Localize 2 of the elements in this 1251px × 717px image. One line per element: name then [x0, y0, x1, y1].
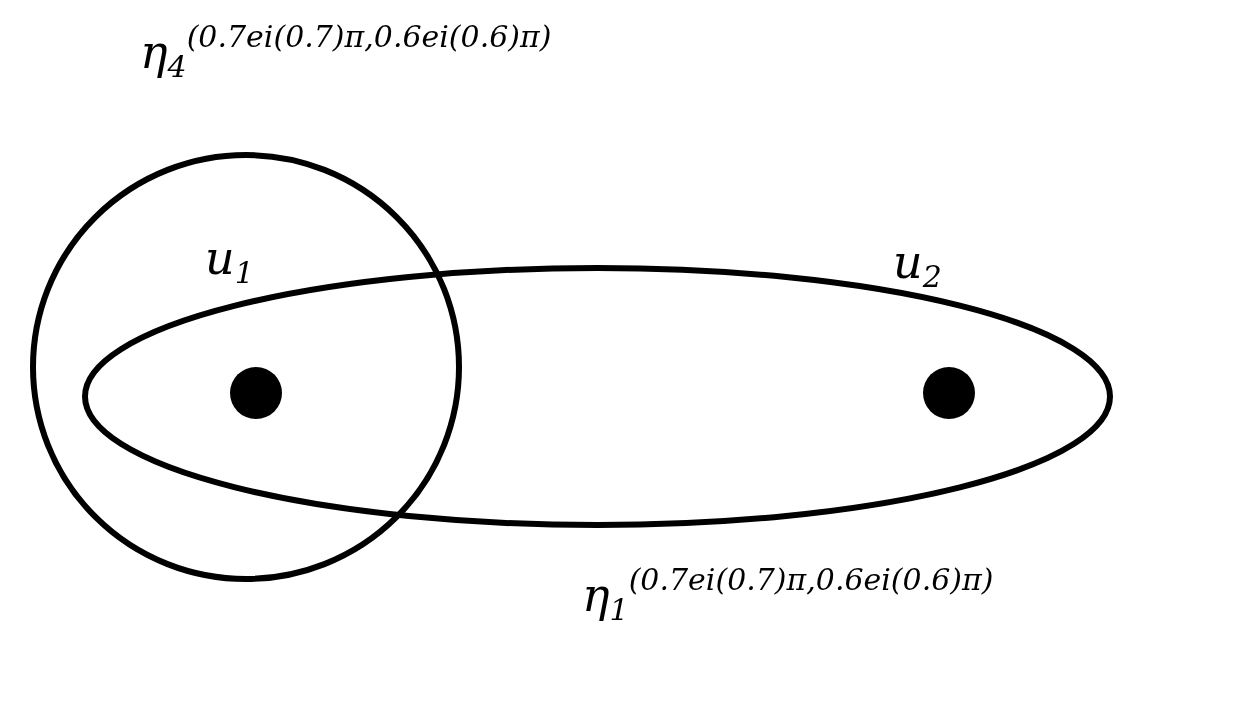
- vertex-label: u$_{2}$: [893, 239, 942, 292]
- vertex-label: u$_{1}$: [205, 235, 254, 288]
